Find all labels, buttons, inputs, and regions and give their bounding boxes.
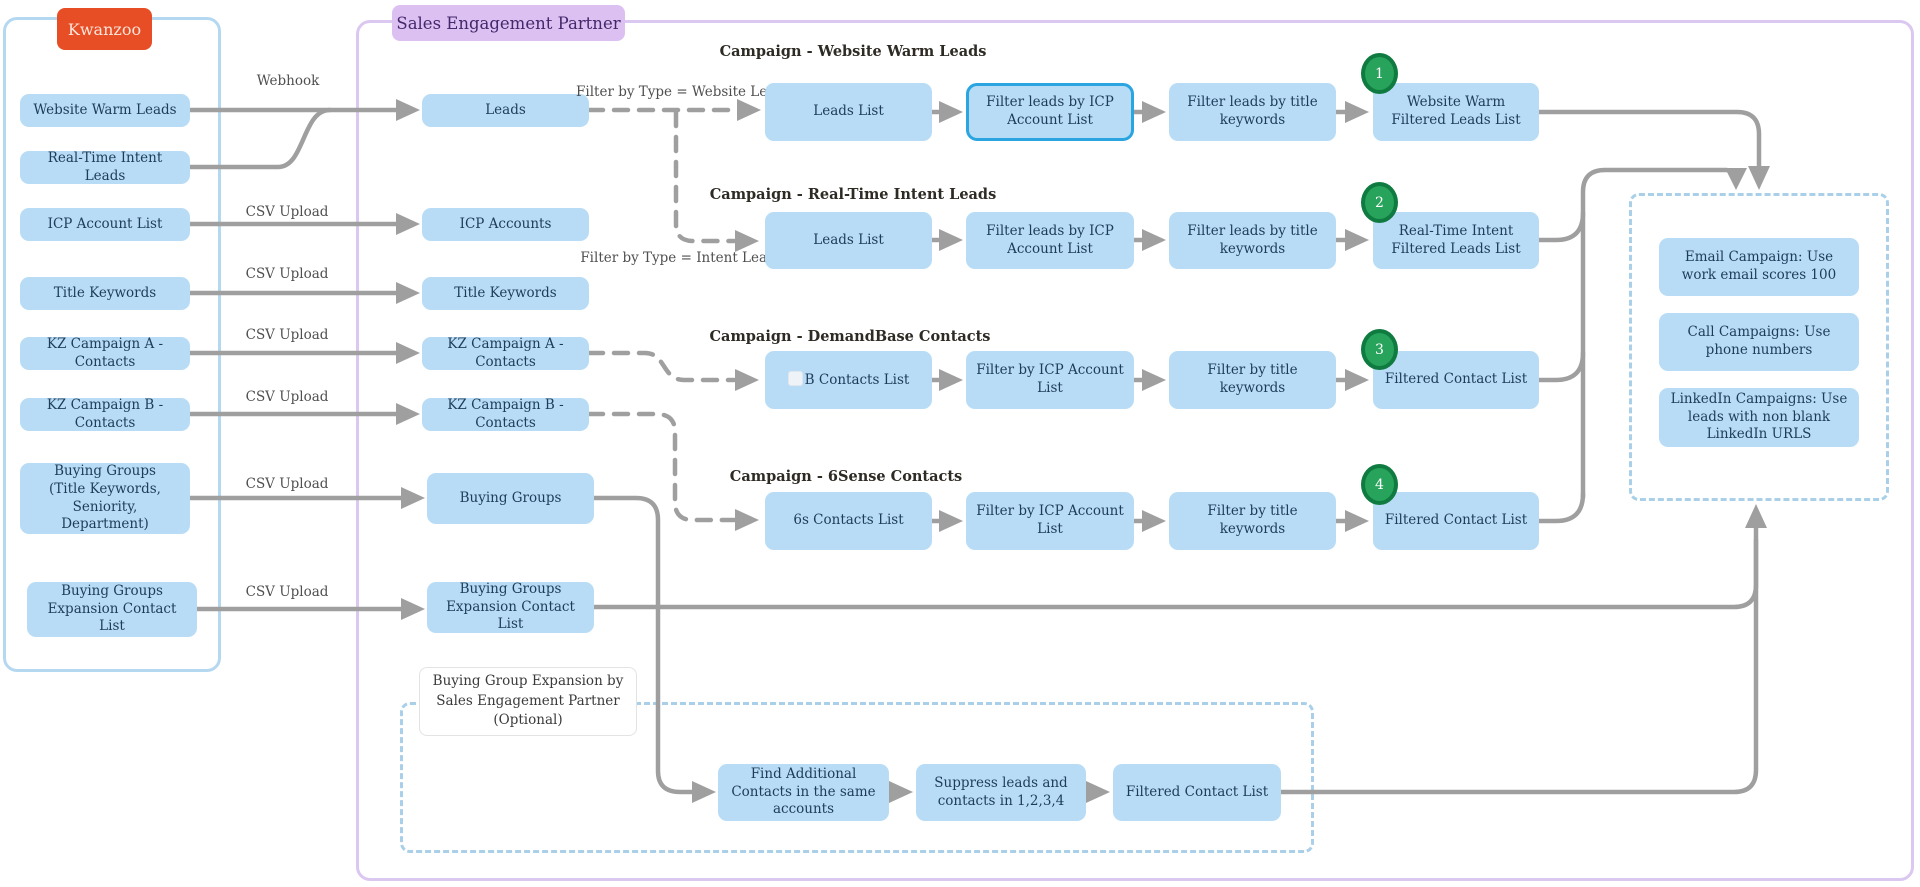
node-filter-title-3[interactable]: Filter by title keywords <box>1169 351 1336 409</box>
campaign-title-4[interactable]: Campaign - 6Sense Contacts <box>729 468 963 485</box>
node-filtered-contact-list-4[interactable]: Filtered Contact List <box>1373 492 1539 550</box>
node-db-contacts-list[interactable]: B Contacts List <box>765 351 932 409</box>
node-buying-groups[interactable]: Buying Groups(Title Keywords, Seniority,… <box>20 463 190 534</box>
edge-label-csv-upload: CSV Upload <box>245 204 329 220</box>
node-filter-title-4[interactable]: Filter by title keywords <box>1169 492 1336 550</box>
node-leads[interactable]: Leads <box>422 94 589 127</box>
edge-label-csv-upload: CSV Upload <box>245 476 329 492</box>
node-filter-icp-4[interactable]: Filter by ICP Account List <box>966 492 1134 550</box>
edge-label-filter-website-lead: Filter by Type = Website Lead <box>576 84 784 100</box>
edge-label-csv-upload: CSV Upload <box>245 327 329 343</box>
campaign-title-3[interactable]: Campaign - DemandBase Contacts <box>709 328 991 345</box>
node-bg-expansion-contact-list[interactable]: Buying Groups Expansion Contact List <box>27 582 197 637</box>
badge-4[interactable]: 4 <box>1361 464 1398 505</box>
edge-label-filter-intent-lead: Filter by Type = Intent Lead <box>580 250 776 266</box>
node-suppress-leads[interactable]: Suppress leads and contacts in 1,2,3,4 <box>916 764 1086 821</box>
campaign-title-2[interactable]: Campaign - Real-Time Intent Leads <box>709 186 997 203</box>
node-filtered-contact-list-optional[interactable]: Filtered Contact List <box>1113 764 1281 821</box>
node-find-additional-contacts[interactable]: Find Additional Contacts in the same acc… <box>718 764 889 821</box>
node-buying-groups-sep[interactable]: Buying Groups <box>427 473 594 524</box>
node-website-warm-filtered-list[interactable]: Website Warm Filtered Leads List <box>1373 83 1539 141</box>
node-bg-expansion-sep[interactable]: Buying Groups Expansion Contact List <box>427 581 594 633</box>
node-kz-campaign-a-sep[interactable]: KZ Campaign A - Contacts <box>422 336 589 370</box>
node-title-keywords[interactable]: Title Keywords <box>20 277 190 310</box>
node-icp-accounts[interactable]: ICP Accounts <box>422 208 589 241</box>
node-filter-title-2[interactable]: Filter leads by title keywords <box>1169 212 1336 269</box>
sales-engagement-partner-label[interactable]: Sales Engagement Partner <box>392 5 625 41</box>
node-filtered-contact-list-3[interactable]: Filtered Contact List <box>1373 351 1539 409</box>
edge-label-webhook: Webhook <box>256 73 320 89</box>
edge-label-csv-upload: CSV Upload <box>245 389 329 405</box>
node-icp-account-list[interactable]: ICP Account List <box>20 208 190 241</box>
node-filter-icp-3[interactable]: Filter by ICP Account List <box>966 351 1134 409</box>
optional-section-label[interactable]: Buying Group Expansion by Sales Engageme… <box>419 667 637 736</box>
node-title-keywords-sep[interactable]: Title Keywords <box>422 277 589 310</box>
node-call-campaigns[interactable]: Call Campaigns: Use phone numbers <box>1659 313 1859 371</box>
edge-label-csv-upload: CSV Upload <box>245 266 329 282</box>
edge-label-csv-upload: CSV Upload <box>245 584 329 600</box>
node-realtime-intent-leads[interactable]: Real-Time Intent Leads <box>20 150 190 184</box>
badge-1[interactable]: 1 <box>1361 53 1398 94</box>
buying-groups-text: Buying Groups(Title Keywords, Seniority,… <box>49 463 161 533</box>
node-filter-icp-1[interactable]: Filter leads by ICP Account List <box>966 83 1134 141</box>
node-kz-campaign-a[interactable]: KZ Campaign A - Contacts <box>20 336 190 370</box>
node-6s-contacts-list[interactable]: 6s Contacts List <box>765 492 932 550</box>
node-realtime-filtered-list[interactable]: Real-Time Intent Filtered Leads List <box>1373 212 1539 269</box>
sales-engagement-partner-container[interactable] <box>356 20 1914 881</box>
badge-2[interactable]: 2 <box>1361 182 1398 223</box>
campaign-title-1[interactable]: Campaign - Website Warm Leads <box>719 43 987 60</box>
node-filter-icp-2[interactable]: Filter leads by ICP Account List <box>966 212 1134 269</box>
campaign-outputs-dashed-box[interactable] <box>1629 193 1889 501</box>
node-kz-campaign-b-sep[interactable]: KZ Campaign B - Contacts <box>422 397 589 431</box>
node-email-campaign[interactable]: Email Campaign: Use work email scores 10… <box>1659 238 1859 296</box>
node-kz-campaign-b[interactable]: KZ Campaign B - Contacts <box>20 397 190 431</box>
db-contacts-text: B Contacts List <box>787 370 909 390</box>
node-linkedin-campaigns[interactable]: LinkedIn Campaigns: Use leads with non b… <box>1659 388 1859 447</box>
broken-image-icon <box>787 370 803 386</box>
optional-expansion-dashed-box[interactable] <box>400 702 1314 853</box>
node-leads-list-1[interactable]: Leads List <box>765 83 932 141</box>
badge-3[interactable]: 3 <box>1361 329 1398 370</box>
node-leads-list-2[interactable]: Leads List <box>765 212 932 269</box>
node-website-warm-leads[interactable]: Website Warm Leads <box>20 94 190 127</box>
node-filter-title-1[interactable]: Filter leads by title keywords <box>1169 83 1336 141</box>
kwanzoo-label[interactable]: Kwanzoo <box>57 8 152 50</box>
